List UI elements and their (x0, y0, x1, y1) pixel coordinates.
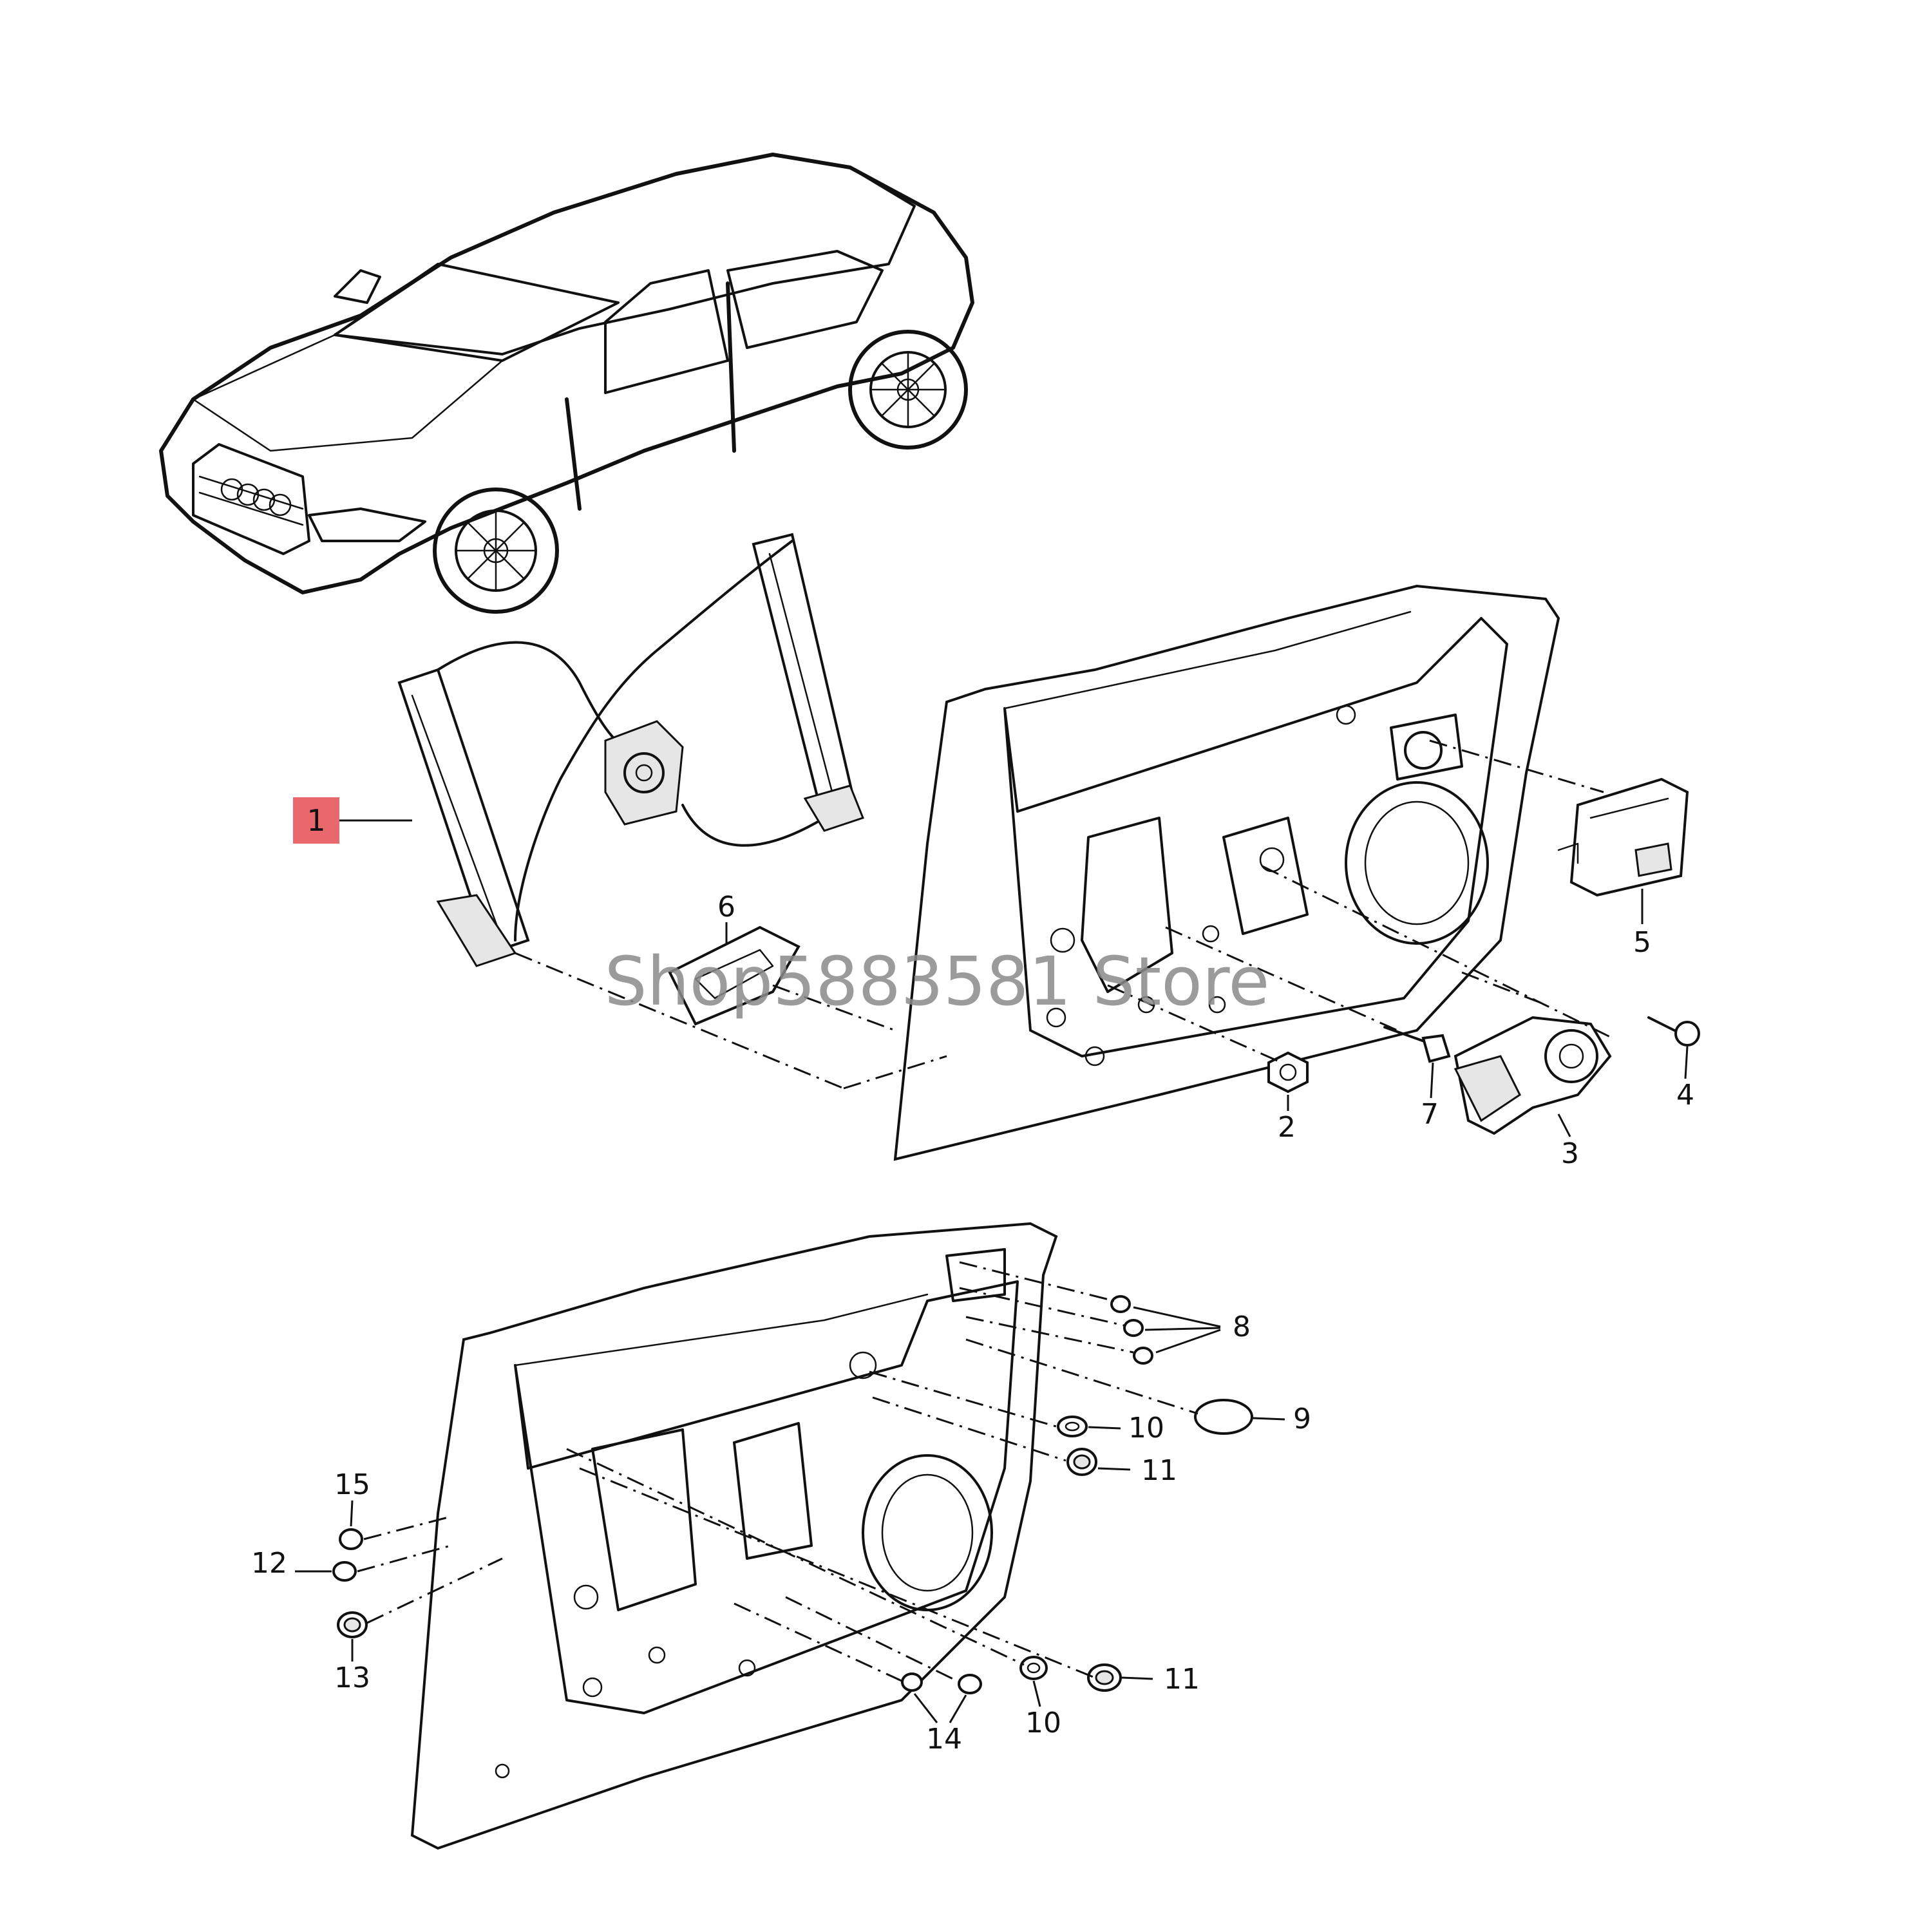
callout-15-label: 15 (334, 1468, 370, 1501)
callout-12-label: 12 (251, 1547, 287, 1580)
upper-door-panel (893, 584, 1560, 1161)
part-6-guide (668, 925, 800, 1026)
callout-1-label: 1 (307, 803, 325, 838)
part-5-control-unit (1557, 777, 1689, 897)
callout-11b-label: 11 (1164, 1663, 1200, 1696)
watermark-text: Shop5883581 Store (605, 942, 1270, 1021)
callout-1-highlight (293, 797, 339, 844)
callout-9-label: 9 (1293, 1403, 1311, 1435)
part-3-window-motor (1454, 1016, 1612, 1135)
callout-2-label: 2 (1278, 1111, 1296, 1144)
callout-10b-label: 10 (1025, 1707, 1061, 1739)
callout-13-label: 13 (334, 1662, 370, 1694)
callout-6-label: 6 (717, 891, 735, 923)
car-illustration (159, 153, 974, 614)
callout-10a-label: 10 (1128, 1412, 1164, 1444)
callouts: 1 2 3 4 5 6 7 8 9 10 10 11 11 12 13 14 (251, 797, 1694, 1756)
callout-4-label: 4 (1676, 1079, 1694, 1112)
callout-7-label: 7 (1421, 1098, 1439, 1131)
fasteners-lower (332, 1295, 1253, 1694)
callout-5-label: 5 (1633, 926, 1651, 959)
callout-8-label: 8 (1233, 1311, 1251, 1343)
assembly-lines (357, 739, 1611, 1683)
fasteners-upper (1267, 1016, 1700, 1094)
window-regulator (397, 533, 864, 967)
callout-3-label: 3 (1561, 1137, 1579, 1170)
callout-11a-label: 11 (1141, 1454, 1177, 1487)
callout-14-label: 14 (926, 1723, 962, 1756)
